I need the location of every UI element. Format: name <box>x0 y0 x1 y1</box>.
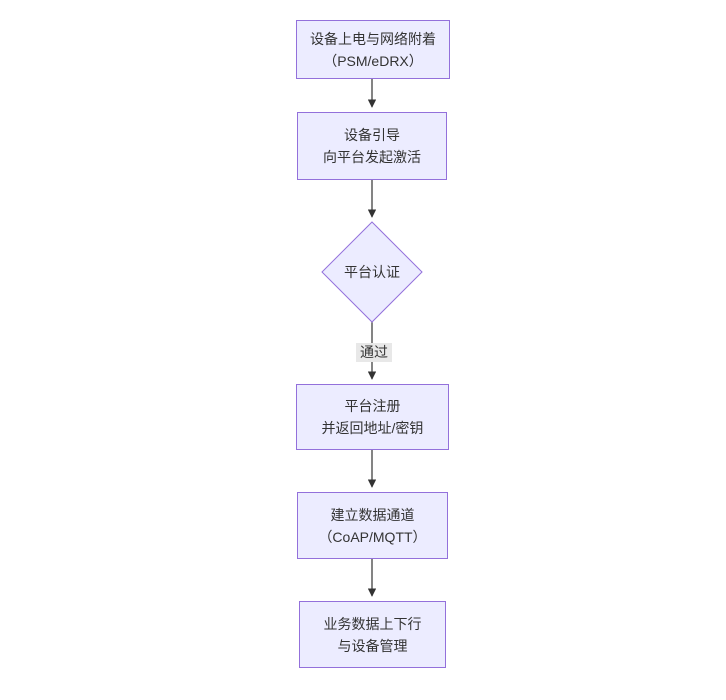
node-power-attach: 设备上电与网络附着 （PSM/eDRX） <box>296 20 450 79</box>
node-bootstrap: 设备引导 向平台发起激活 <box>297 112 447 180</box>
node-business-data: 业务数据上下行 与设备管理 <box>299 601 446 668</box>
node-platform-auth: 平台认证 <box>322 222 422 322</box>
node-register: 平台注册 并返回地址/密钥 <box>296 384 449 450</box>
node-line: 设备引导 <box>344 127 400 143</box>
node-line: 并返回地址/密钥 <box>321 420 424 436</box>
node-line: （PSM/eDRX） <box>323 52 423 69</box>
node-line: 设备上电与网络附着 <box>310 30 436 47</box>
edge-label-pass: 通过 <box>356 343 392 362</box>
node-line: （CoAP/MQTT） <box>318 528 427 545</box>
node-line: 与设备管理 <box>337 637 408 654</box>
node-line: 平台注册 <box>344 398 401 414</box>
node-line: 建立数据通道 <box>330 506 415 523</box>
node-line: 向平台发起激活 <box>323 149 421 165</box>
node-line: 业务数据上下行 <box>323 615 422 632</box>
node-data-channel: 建立数据通道 （CoAP/MQTT） <box>297 492 448 559</box>
node-line: 平台认证 <box>344 264 400 280</box>
